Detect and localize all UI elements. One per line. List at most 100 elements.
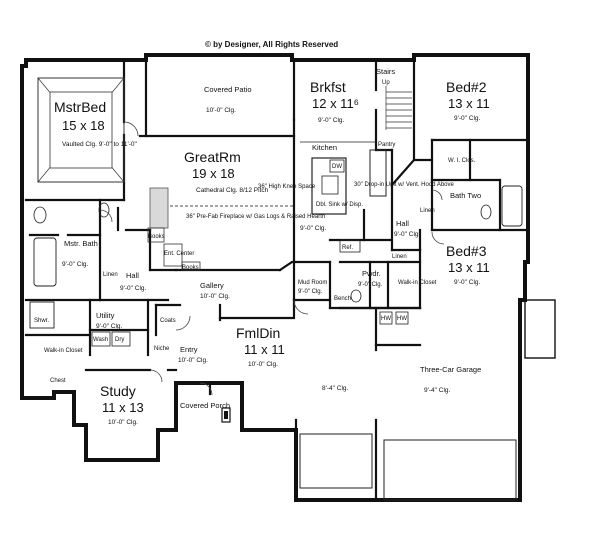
bed2-name: Bed#2	[446, 79, 487, 95]
garage-ceiling: 9'-4" Clg.	[424, 387, 451, 394]
interior-walls	[24, 58, 530, 502]
chest-name: Chest	[50, 378, 66, 384]
hall-right-ceiling: 9'-0" Clg.	[394, 231, 421, 238]
wic-bed2-name: W. I. Clos.	[448, 158, 476, 164]
niche-name: Niche	[154, 346, 170, 352]
kitchen-name: Kitchen	[312, 143, 337, 152]
sink-note: Dbl. Sink w/ Disp.	[316, 202, 363, 208]
pantry-name: Pantry	[378, 142, 395, 148]
patio-ceiling: 10'-0" Clg.	[206, 107, 236, 114]
bed3-dims: 13 x 11	[448, 260, 490, 275]
covered-porch-name: Covered Porch	[180, 401, 230, 410]
bath-two-tub	[501, 185, 523, 227]
exterior-stub	[524, 299, 556, 359]
vaulted-inner-box	[49, 91, 113, 169]
master-bed-ceiling: Vaulted Clg. 9'-0" to 11'-0"	[62, 141, 137, 148]
coats-name: Coats	[160, 318, 176, 324]
water-heater-a	[379, 311, 393, 325]
gallery-ceiling: 10'-0" Clg.	[200, 293, 230, 300]
books-left-label: Books	[148, 234, 165, 240]
mud-room-ceiling: 9'-0" Clg.	[298, 289, 323, 295]
garage-door-left	[299, 433, 373, 489]
great-room-name: GreatRm	[184, 149, 241, 165]
fireplace	[149, 187, 169, 229]
books-right-shelf	[181, 261, 201, 271]
bed2-ceiling: 9'-0" Clg.	[454, 115, 481, 122]
bath-two-toilet	[480, 204, 492, 220]
linen-left-name: Linen	[103, 272, 118, 278]
walkin-closet-right-name: Walk-in Closet	[398, 280, 437, 286]
formal-dining-name: FmlDin	[236, 325, 280, 341]
formal-dining-dims: 11 x 11	[244, 342, 285, 357]
hw-label-a: HW	[381, 316, 391, 322]
master-bed-dims: 15 x 18	[62, 118, 105, 133]
door-swings	[99, 121, 445, 396]
master-bath-name-line: Mstr. Bath	[64, 239, 98, 248]
water-heater-b	[395, 311, 409, 325]
dw-label: DW	[332, 164, 342, 170]
master-sink	[98, 202, 110, 218]
vaulted-ceiling-box	[37, 77, 125, 183]
utility-ceiling: 9'-0" Clg.	[96, 323, 123, 330]
garage-name: Three-Car Garage	[420, 365, 481, 374]
hw-label-b: HW	[397, 316, 407, 322]
hall-left-name: Hall	[126, 271, 139, 280]
master-tub	[33, 237, 57, 287]
bed2-dims: 13 x 11	[448, 96, 490, 111]
walkin-closet-left-name: Walk-in Closet	[44, 348, 83, 354]
formal-dining-ceiling: 10'-0" Clg.	[248, 361, 278, 368]
copyright-text: © by Designer, All Rights Reserved	[205, 40, 338, 49]
range-note: 30" Drop-in Unit w/ Vent. Hood Above	[354, 182, 455, 188]
fireplace-note: 36" Pre-Fab Fireplace w/ Gas Logs & Rais…	[186, 214, 325, 220]
linen-upper-name: Linen	[420, 208, 435, 214]
ent-center-label: Ent. Center	[164, 251, 194, 257]
hall-left-ceiling: 9'-0" Clg.	[120, 285, 147, 292]
garage-door-right	[383, 439, 517, 501]
ent-center	[163, 243, 183, 267]
knee-space-note: 36" High Knee Space	[258, 184, 316, 190]
exterior-walls	[20, 53, 530, 502]
bed3-name: Bed#3	[446, 243, 487, 259]
hall-right-name: Hall	[396, 219, 409, 228]
bench-name: Bench	[334, 296, 351, 302]
master-bed-name: MstrBed	[54, 99, 106, 115]
stairs-treads	[385, 86, 412, 130]
powder-ceiling: 9'-0" Clg.	[358, 282, 383, 288]
mud-room-name: Mud Room	[298, 280, 327, 286]
porch-column-inner	[224, 411, 228, 419]
gallery-name: Gallery	[200, 281, 224, 290]
range	[369, 149, 387, 197]
stairs-name: Stairs	[376, 67, 395, 76]
study-name: Study	[100, 383, 136, 399]
powder-name: Pwdr.	[362, 269, 381, 278]
washer	[91, 331, 111, 347]
kitchen-island	[311, 157, 347, 215]
shwr-label: Shwr.	[34, 318, 49, 324]
patio-name: Covered Patio	[204, 85, 252, 94]
dishwasher	[329, 159, 345, 173]
shower	[29, 301, 55, 329]
study-dims: 11 x 13	[102, 400, 144, 415]
dry-label: Dry	[115, 337, 124, 343]
wash-label: Wash	[93, 337, 108, 343]
study-ceiling: 10'-0" Clg.	[108, 419, 138, 426]
kitchen-ceiling: 9'-0" Clg.	[300, 225, 327, 232]
bed3-ceiling: 9'-0" Clg.	[454, 279, 481, 286]
ref-label: Ref.	[342, 245, 353, 251]
great-room-ceiling: Cathedral Clg. 8/12 Pitch	[196, 187, 269, 194]
room-labels: MstrBed 15 x 18 Vaulted Clg. 9'-0" to 11…	[44, 67, 490, 426]
books-right-label: Books	[182, 265, 199, 271]
utility-name: Utility	[96, 311, 115, 320]
breakfast-dims: 12 x 11⁶	[312, 96, 359, 111]
master-bath-ceiling: 9'-0" Clg.	[62, 261, 89, 268]
books-left-shelf	[147, 227, 165, 243]
powder-toilet	[350, 289, 362, 303]
breakfast-ceiling: 9'-0" Clg.	[318, 117, 345, 124]
entry-name: Entry	[180, 345, 198, 354]
entry-ceiling: 10'-0" Clg.	[178, 357, 208, 364]
great-room-dims: 19 x 18	[192, 166, 235, 181]
dryer	[111, 331, 131, 347]
linen-pwdr-name: Linen	[392, 254, 407, 260]
bath-two-name: Bath Two	[450, 191, 481, 200]
